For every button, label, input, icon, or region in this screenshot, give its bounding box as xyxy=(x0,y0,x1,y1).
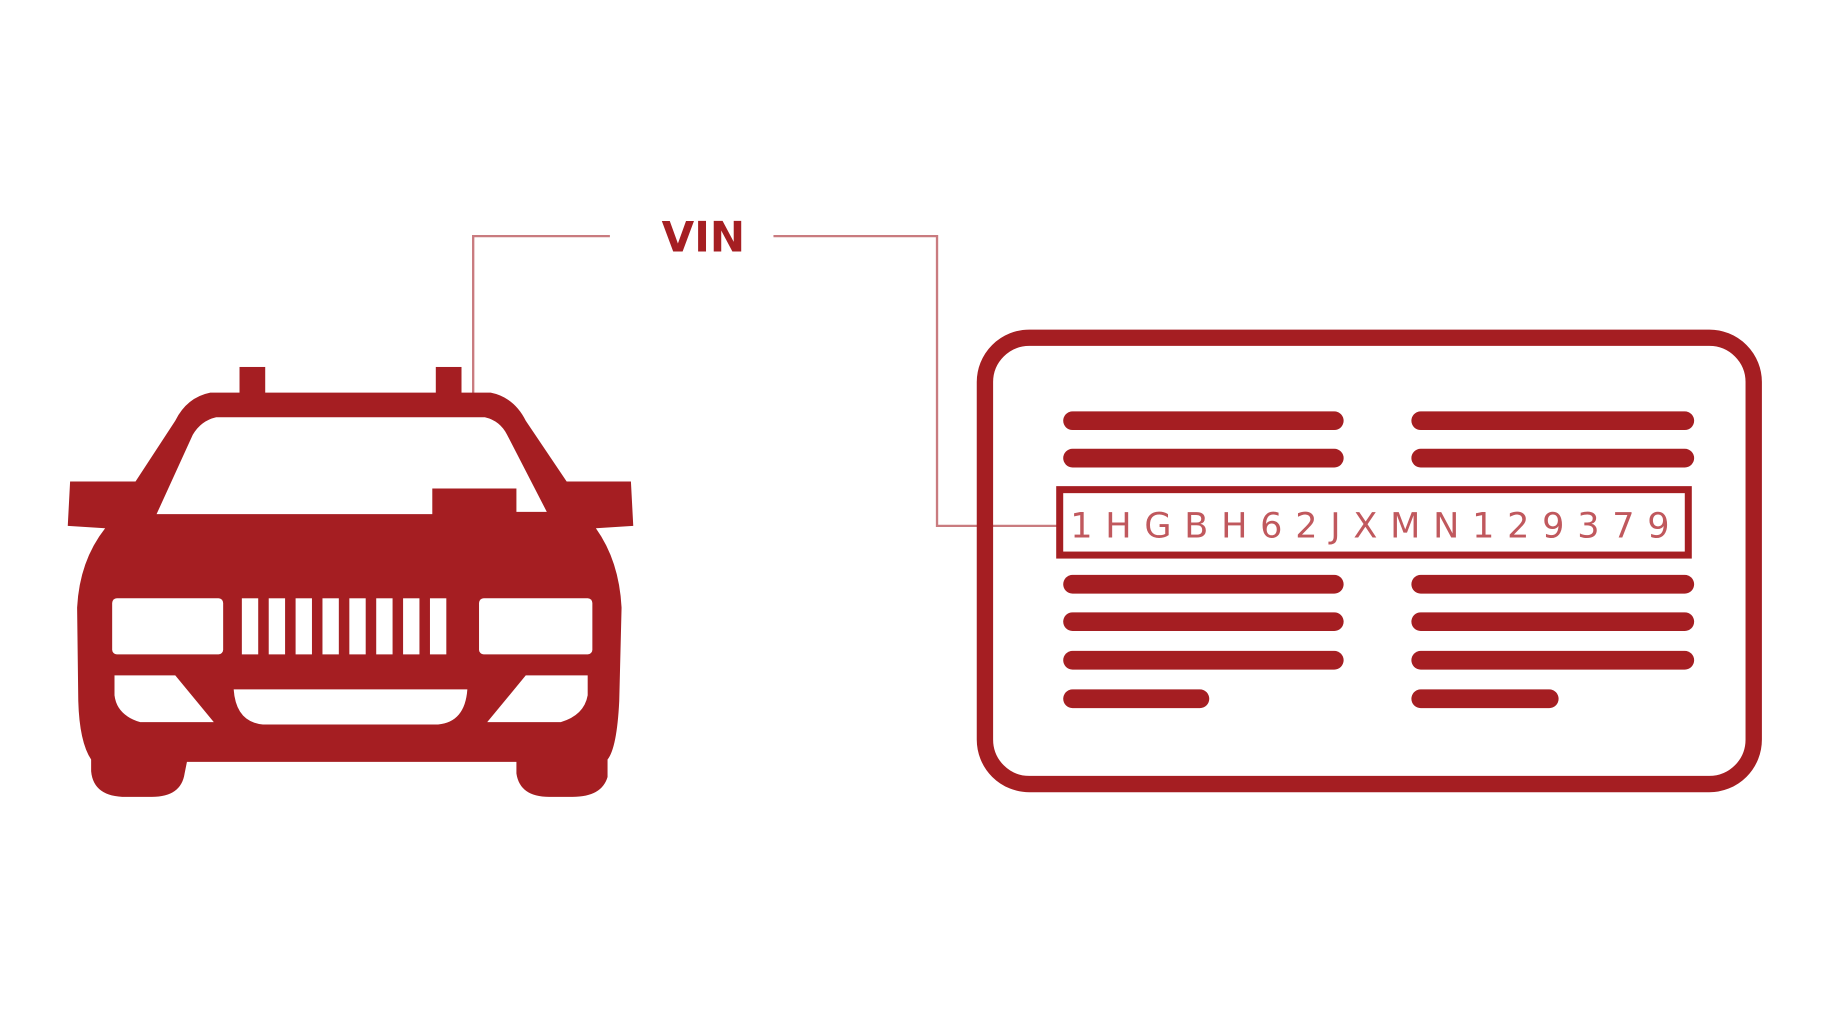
vin-label: VIN xyxy=(662,212,745,261)
connector-line-card xyxy=(773,234,1058,528)
vin-document-card: 1HGBH62JXMN129379 xyxy=(976,329,1762,793)
text-lines xyxy=(1063,411,1695,709)
vin-number-box xyxy=(1056,486,1692,559)
car-details xyxy=(112,417,593,725)
vin-number: 1HGBH62JXMN129379 xyxy=(1070,506,1678,547)
